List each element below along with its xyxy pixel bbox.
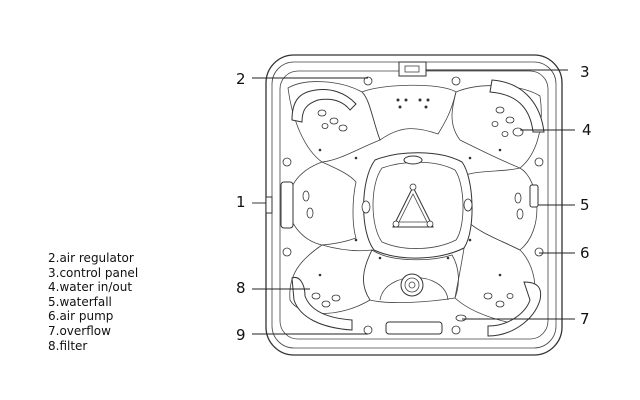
overflow-grate (385, 321, 443, 335)
legend-item: 4.water in/out (48, 280, 133, 295)
callout-6: 6 (580, 244, 590, 262)
jets (302, 106, 524, 322)
callout-5: 5 (580, 196, 590, 214)
callout-7: 7 (580, 310, 590, 328)
top-left-headrest (291, 89, 357, 123)
seat-top (361, 84, 457, 141)
legend-item: 6.air pump (48, 309, 114, 324)
callout-2: 2 (236, 70, 246, 88)
bottom-right-armrest (487, 281, 542, 337)
control-panel-display (404, 65, 420, 73)
callout-1: 1 (236, 193, 246, 211)
callout-8: 8 (236, 279, 246, 297)
legend-item: 7.overflow (48, 323, 111, 338)
bottom-left-armrest (291, 276, 353, 331)
small-jet-dots (318, 98, 502, 277)
side-fitting (265, 196, 273, 214)
legend-item: 3.control panel (48, 265, 139, 280)
callout-9: 9 (236, 326, 246, 344)
callout-4: 4 (582, 121, 592, 139)
control-panel (398, 61, 427, 77)
footwell-inner (372, 161, 464, 249)
waterfall (529, 184, 539, 208)
legend-item: 5.waterfall (48, 294, 112, 309)
legend-item: 8.filter (48, 338, 88, 353)
footwell-top-light (403, 155, 423, 165)
left-lounge-bar (280, 181, 294, 229)
callout-3: 3 (580, 63, 590, 81)
filter (400, 273, 424, 297)
parts-legend: 2.air regulator 3.control panel 4.water … (48, 251, 138, 353)
leader-lines (252, 69, 575, 335)
center-triangle-jet (392, 185, 434, 228)
air-buttons (282, 76, 544, 335)
water-inout-armrest (489, 79, 545, 133)
center-triangle-inner (398, 193, 428, 223)
legend-item: 2.air regulator (48, 251, 134, 265)
